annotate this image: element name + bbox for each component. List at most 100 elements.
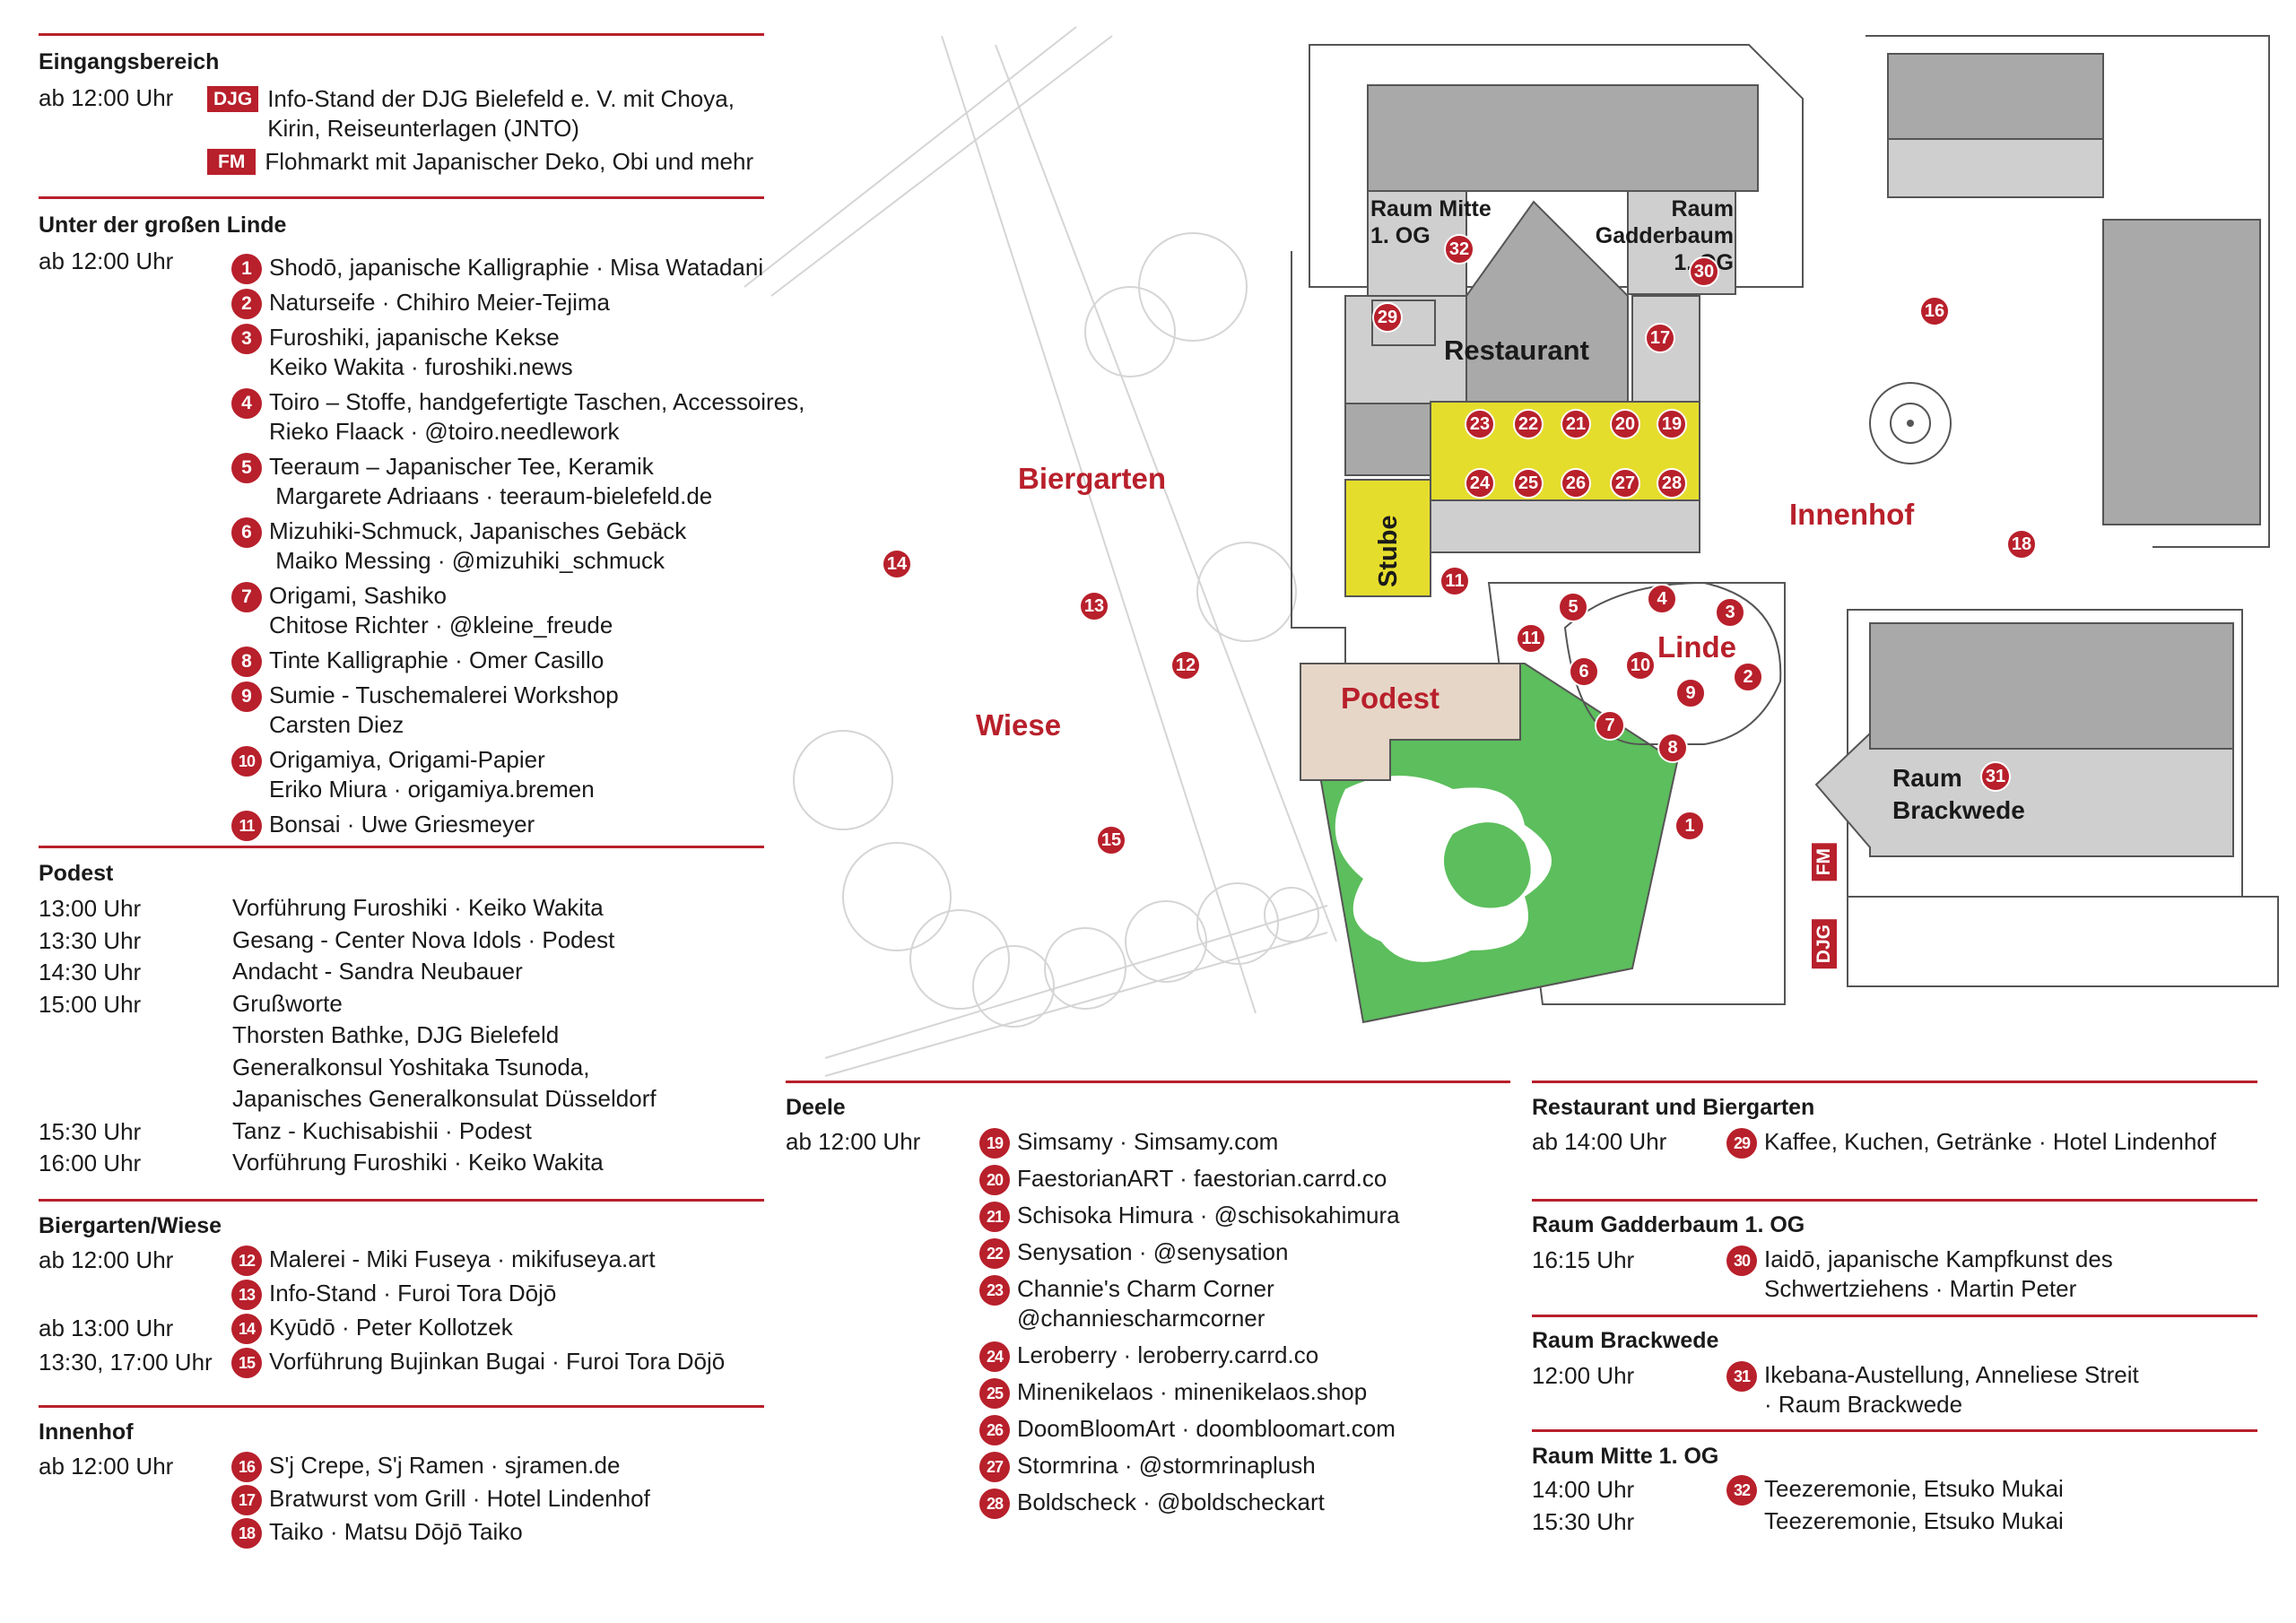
number-badge: 18 (231, 1518, 262, 1549)
number-badge: 23 (979, 1275, 1010, 1306)
number-badge: 24 (979, 1341, 1010, 1372)
map-label-raum-gadderbaum: Raum Gadderbaum 1. OG (1595, 196, 1734, 275)
list-item-text: Senysation · @senysation (1017, 1238, 1289, 1265)
row-text: Tanz - Kuchisabishii · Podest (232, 1116, 532, 1144)
number-badge: 22 (979, 1238, 1010, 1269)
number-badge: 1 (231, 254, 262, 284)
schedule-row: Tanz - Kuchisabishii · Podest (232, 1116, 532, 1146)
map-marker-28: 28 (1657, 468, 1687, 499)
list-item-text: Mizuhiki-Schmuck, Japanisches Gebäck Mai… (269, 517, 687, 574)
row-text: Vorführung Furoshiki · Keiko Wakita (232, 1149, 604, 1176)
row-text: Andacht - Sandra Neubauer (232, 958, 523, 985)
map-label-wiese: Wiese (976, 708, 1062, 742)
row-text: Japanisches Generalkonsulat Düsseldorf (232, 1085, 657, 1112)
number-badge: 31 (1726, 1361, 1757, 1392)
map-marker-5: 5 (1558, 592, 1588, 622)
number-badge: 4 (231, 388, 262, 419)
row-text: Teezeremonie, Etsuko Mukai (1764, 1475, 2064, 1502)
number-badge: 12 (231, 1245, 262, 1276)
section-title-deele: Deele (786, 1095, 846, 1120)
list-item: 24 Leroberry · leroberry.carrd.co (979, 1341, 1318, 1372)
list-item-text: Stormrina · @stormrinaplush (1017, 1452, 1316, 1479)
section-title-innenhof: Innenhof (39, 1419, 134, 1445)
map-label-biergarten: Biergarten (1018, 462, 1167, 495)
restaurant-text: Kaffee, Kuchen, Getränke · Hotel Lindenh… (1764, 1128, 2216, 1155)
list-item-text: Leroberry · leroberry.carrd.co (1017, 1341, 1319, 1368)
map-label-raum-brackwede: Raum Brackwede (1892, 764, 2025, 824)
eingang-fm-text: Flohmarkt mit Japanischer Deko, Obi und … (265, 148, 754, 175)
eingang-djg-row: DJG Info-Stand der DJG Bielefeld e. V. m… (207, 84, 735, 143)
map-marker-27: 27 (1610, 468, 1640, 499)
schedule-row: Teezeremonie, Etsuko Mukai (1726, 1506, 2064, 1536)
map-marker-23: 23 (1465, 409, 1495, 439)
list-item-text: Bonsai · Uwe Griesmeyer (269, 811, 535, 838)
map-label-innenhof: Innenhof (1789, 498, 1915, 531)
row-text: Teezeremonie, Etsuko Mukai (1764, 1507, 2064, 1534)
gadderbaum-text: Iaidō, japanische Kampfkunst des Schwert… (1764, 1245, 2113, 1302)
number-badge: 20 (979, 1165, 1010, 1195)
number-badge: 13 (231, 1280, 262, 1310)
map-marker-15: 15 (1096, 825, 1126, 855)
map-marker-8: 8 (1657, 733, 1688, 763)
number-badge: 30 (1726, 1245, 1757, 1276)
list-item-text: Minenikelaos · minenikelaos.shop (1017, 1378, 1368, 1405)
gadderbaum-time: 16:15 Uhr (1532, 1246, 1635, 1273)
divider-innenhof (39, 1405, 764, 1408)
number-badge: 6 (231, 517, 262, 548)
map-marker-2: 2 (1733, 662, 1763, 692)
map-marker-24: 24 (1465, 468, 1495, 499)
gadderbaum-row: 30 Iaidō, japanische Kampfkunst des Schw… (1726, 1245, 2113, 1304)
number-badge: 8 (231, 647, 262, 677)
list-item-text: Origamiya, Origami-Papier Eriko Miura · … (269, 746, 595, 803)
map-label-linde: Linde (1657, 630, 1736, 664)
schedule-row: Grußworte (232, 989, 343, 1019)
map-marker-16: 16 (1919, 296, 1950, 326)
row-text: Gesang - Center Nova Idols · Podest (232, 925, 615, 953)
number-badge: 27 (979, 1452, 1010, 1482)
schedule-row: Japanisches Generalkonsulat Düsseldorf (232, 1084, 657, 1114)
divider-deele (786, 1081, 1510, 1083)
brackwede-text: Ikebana-Austellung, Anneliese Streit · R… (1764, 1361, 2139, 1418)
row-time: 14:00 Uhr (1532, 1476, 1635, 1503)
divider-restaurant (1532, 1081, 2257, 1083)
number-badge: 5 (231, 453, 262, 483)
map-djg-tag: DJG (1812, 919, 1837, 969)
row-time: 13:30, 17:00 Uhr (39, 1349, 213, 1376)
map-marker-12: 12 (1170, 650, 1201, 681)
number-badge: 25 (979, 1378, 1010, 1409)
section-title-restaurant: Restaurant und Biergarten (1532, 1095, 1815, 1120)
list-item-text: Teeraum – Japanischer Tee, Keramik Marga… (269, 453, 713, 509)
row-time: 13:30 Uhr (39, 926, 142, 954)
map-marker-32: 32 (1444, 234, 1474, 265)
row-time: ab 12:00 Uhr (39, 1453, 174, 1480)
divider-eingang (39, 33, 764, 36)
number-badge: 7 (231, 582, 262, 612)
eingang-time: ab 12:00 Uhr (39, 84, 174, 111)
row-text: Generalkonsul Yoshitaka Tsunoda, (232, 1053, 590, 1081)
list-item-text: DoomBloomArt · doombloomart.com (1017, 1415, 1396, 1442)
list-item-text: Channie's Charm Corner @channiescharmcor… (1017, 1275, 1274, 1332)
map-marker-10: 10 (1625, 650, 1656, 681)
map-marker-6: 6 (1569, 656, 1599, 687)
fm-tag: FM (207, 149, 257, 175)
map-marker-22: 22 (1513, 409, 1544, 439)
row-time: 15:00 Uhr (39, 990, 142, 1018)
map-marker-18: 18 (2006, 529, 2037, 560)
schedule-row: Andacht - Sandra Neubauer (232, 957, 523, 986)
